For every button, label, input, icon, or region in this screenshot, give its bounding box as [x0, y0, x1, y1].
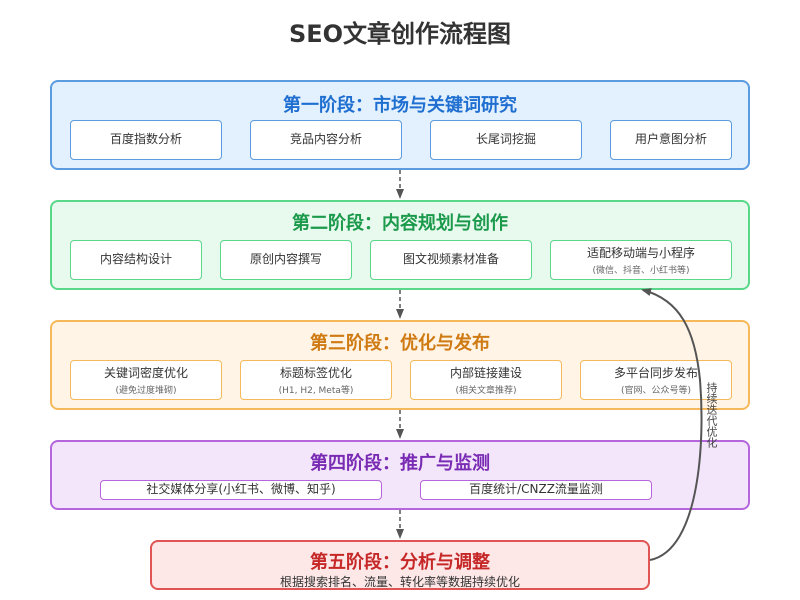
- stage-3-title: 第三阶段：优化与发布: [310, 333, 490, 354]
- user-intent-analysis-box: 用户意图分析: [610, 120, 732, 160]
- stage-3-optimization-publish: 第三阶段：优化与发布 关键词密度优化 (避免过度堆砌) 标题标签优化 (H1, …: [50, 320, 750, 410]
- keyword-density-optimization-box: 关键词密度优化 (避免过度堆砌): [70, 360, 222, 400]
- internal-link-building-box: 内部链接建设 (相关文章推荐): [410, 360, 562, 400]
- stage-2-content-planning: 第二阶段：内容规划与创作 内容结构设计 原创内容撰写 图文视频素材准备 适配移动…: [50, 200, 750, 290]
- box-label: 标题标签优化: [279, 366, 352, 380]
- box-sublabel: (微信、抖音、小红书等): [592, 266, 690, 276]
- mobile-miniprogram-adaptation-box: 适配移动端与小程序 (微信、抖音、小红书等): [550, 240, 732, 280]
- stage-2-title: 第二阶段：内容规划与创作: [292, 213, 508, 234]
- stage-5-analysis-adjustment: 第五阶段：分析与调整 根据搜索排名、流量、转化率等数据持续优化: [150, 540, 650, 590]
- feedback-loop-arrow: [641, 288, 703, 561]
- box-label: 原创内容撰写: [249, 252, 322, 266]
- box-label: 长尾词挖掘: [475, 132, 536, 146]
- box-sublabel: (相关文章推荐): [455, 386, 517, 396]
- traffic-monitoring-box: 百度统计/CNZZ流量监测: [420, 480, 652, 500]
- box-label: 百度指数分析: [109, 132, 182, 146]
- box-label: 百度统计/CNZZ流量监测: [469, 482, 603, 496]
- box-sublabel: (H1, H2, Meta等): [278, 386, 354, 396]
- box-sublabel: (避免过度堆砌): [115, 386, 177, 396]
- box-label: 图文视频素材准备: [402, 252, 499, 266]
- box-label: 内容结构设计: [99, 252, 172, 266]
- media-material-prep-box: 图文视频素材准备: [370, 240, 532, 280]
- stage-5-title: 第五阶段：分析与调整: [310, 552, 490, 573]
- box-label: 关键词密度优化: [103, 366, 188, 380]
- stage-1-market-keyword-research: 第一阶段：市场与关键词研究 百度指数分析 竞品内容分析 长尾词挖掘 用户意图分析: [50, 80, 750, 170]
- box-label: 用户意图分析: [634, 132, 707, 146]
- stage-4-title: 第四阶段：推广与监测: [310, 453, 490, 474]
- social-media-sharing-box: 社交媒体分享(小红书、微博、知乎): [100, 480, 382, 500]
- multi-platform-publish-box: 多平台同步发布 (官网、公众号等): [580, 360, 732, 400]
- box-label: 多平台同步发布: [613, 366, 698, 380]
- baidu-index-analysis-box: 百度指数分析: [70, 120, 222, 160]
- box-label: 社交媒体分享(小红书、微博、知乎): [146, 482, 336, 496]
- feedback-loop-label: 持续迭代优化: [705, 382, 718, 448]
- competitor-content-analysis-box: 竞品内容分析: [250, 120, 402, 160]
- stage-4-promotion-monitoring: 第四阶段：推广与监测 社交媒体分享(小红书、微博、知乎) 百度统计/CNZZ流量…: [50, 440, 750, 510]
- box-sublabel: (官网、公众号等): [620, 386, 692, 396]
- content-structure-design-box: 内容结构设计: [70, 240, 202, 280]
- title-tag-optimization-box: 标题标签优化 (H1, H2, Meta等): [240, 360, 392, 400]
- page-title: SEO文章创作流程图: [288, 20, 512, 48]
- long-tail-keyword-mining-box: 长尾词挖掘: [430, 120, 582, 160]
- box-label: 适配移动端与小程序: [586, 246, 695, 260]
- box-label: 竞品内容分析: [289, 132, 362, 146]
- stage-5-description: 根据搜索排名、流量、转化率等数据持续优化: [279, 575, 520, 589]
- stage-1-title: 第一阶段：市场与关键词研究: [283, 95, 517, 116]
- original-content-writing-box: 原创内容撰写: [220, 240, 352, 280]
- box-label: 内部链接建设: [449, 366, 522, 380]
